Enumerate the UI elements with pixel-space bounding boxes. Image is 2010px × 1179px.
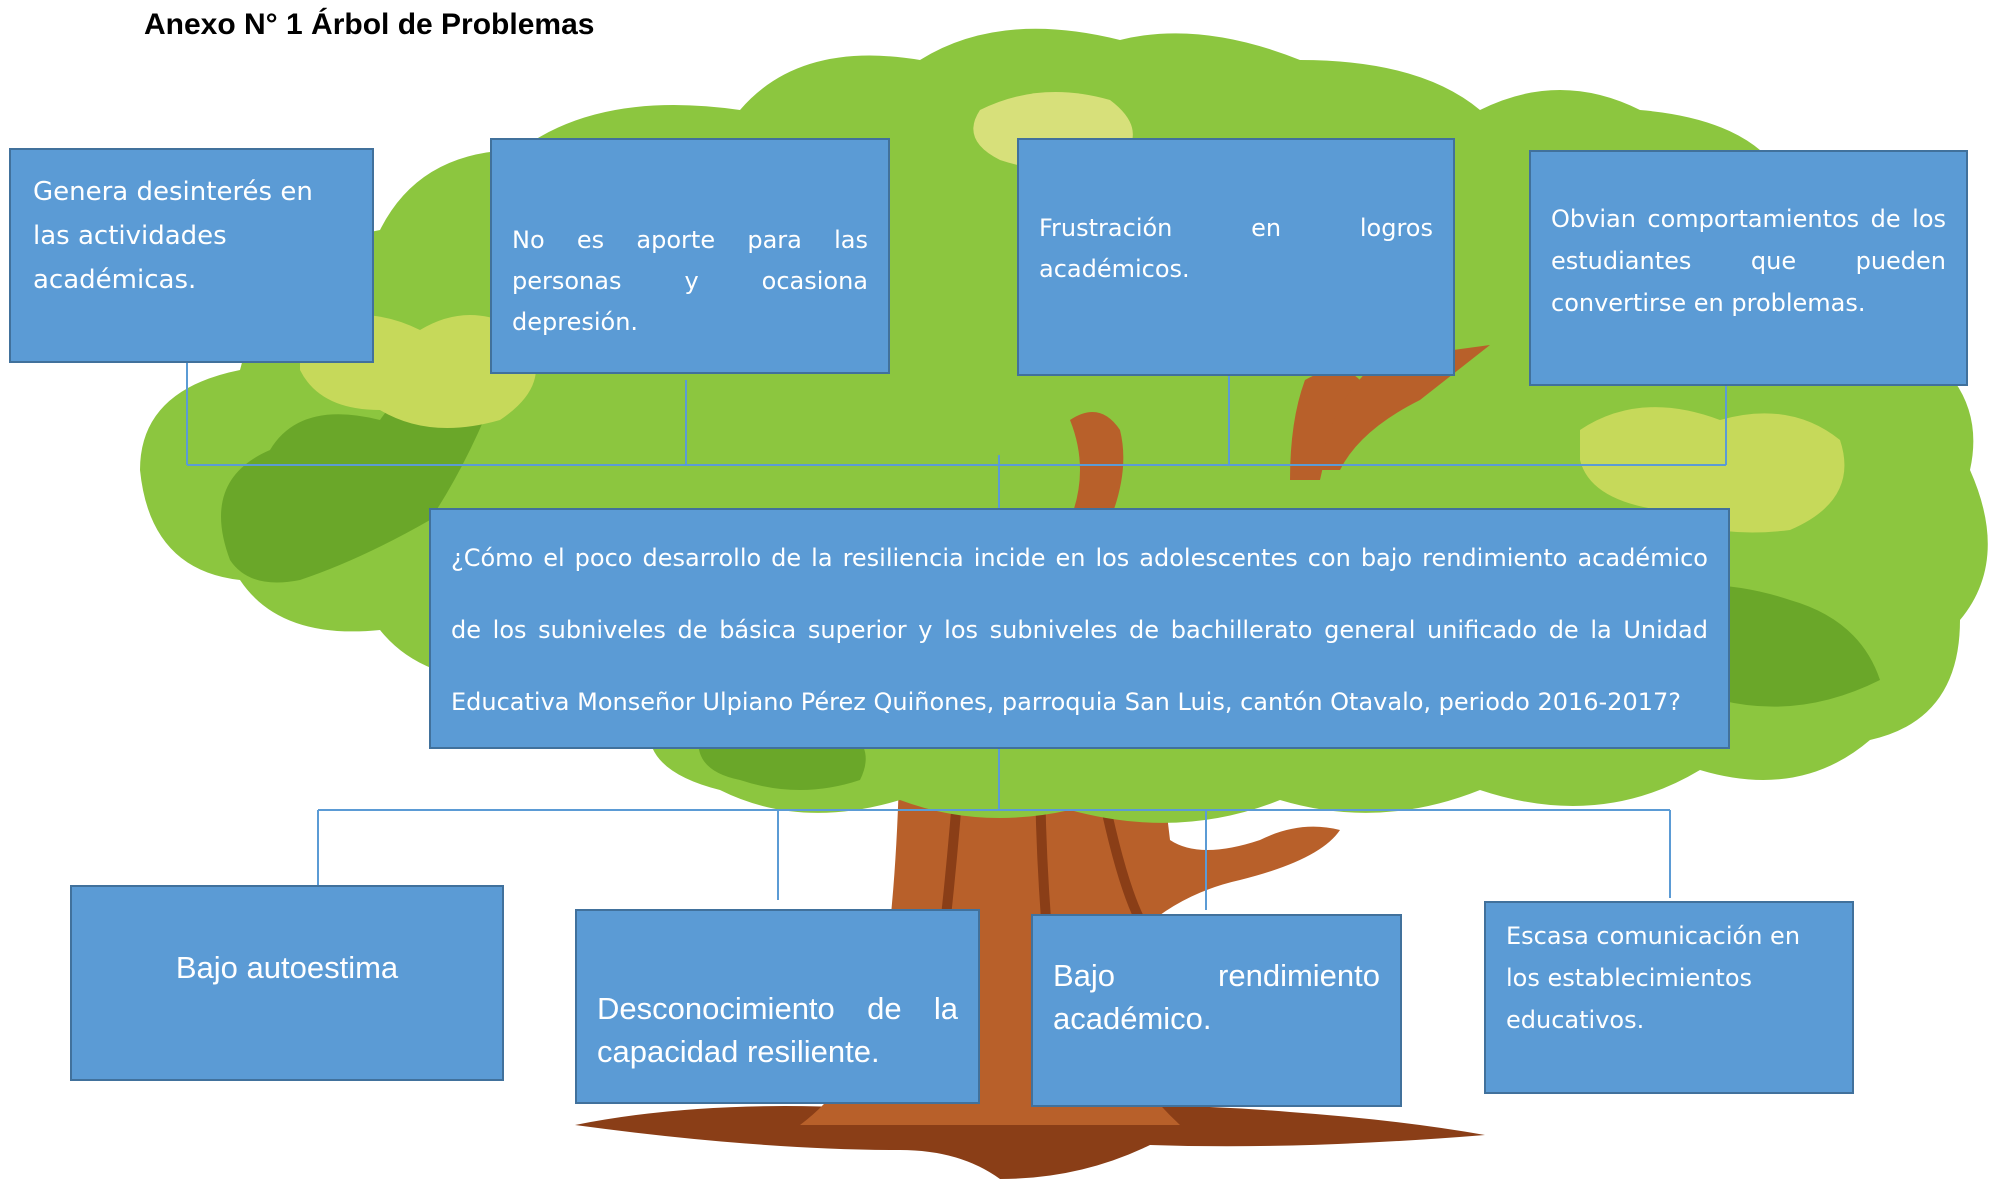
- central-problem-text: ¿Cómo el poco desarrollo de la resilienc…: [451, 544, 1708, 716]
- effect-box-3: Frustración en logros académicos.: [1017, 138, 1455, 376]
- effect-text: Genera desinterés en las actividades aca…: [33, 177, 313, 295]
- cause-text: Bajo rendimiento académico.: [1053, 958, 1380, 1036]
- tree-branch: [1290, 370, 1360, 480]
- cause-box-4: Escasa comunicación en los establecimien…: [1484, 901, 1854, 1094]
- cause-box-3: Bajo rendimiento académico.: [1031, 914, 1402, 1107]
- effect-text: Obvian comportamientos de los estudiante…: [1551, 205, 1946, 317]
- cause-box-1: Bajo autoestima: [70, 885, 504, 1081]
- causes-connector: [317, 749, 1671, 910]
- central-problem-box: ¿Cómo el poco desarrollo de la resilienc…: [429, 508, 1730, 749]
- page-title: Anexo N° 1 Árbol de Problemas: [144, 8, 595, 41]
- effects-connector: [186, 363, 1727, 508]
- effect-text: Frustración en logros académicos.: [1039, 214, 1433, 283]
- tree-branch: [1320, 345, 1490, 470]
- effect-box-1: Genera desinterés en las actividades aca…: [9, 148, 374, 363]
- tree-roots: [575, 1094, 1485, 1179]
- cause-text: Bajo autoestima: [175, 950, 399, 985]
- effect-box-2: No es aporte para las personas y ocasion…: [490, 138, 890, 374]
- cause-box-2: Desconocimiento de la capacidad resilien…: [575, 909, 980, 1104]
- effect-text: No es aporte para las personas y ocasion…: [512, 226, 868, 336]
- cause-text: Desconocimiento de la capacidad resilien…: [597, 991, 958, 1069]
- effect-box-4: Obvian comportamientos de los estudiante…: [1529, 150, 1968, 386]
- cause-text: Escasa comunicación en los establecimien…: [1506, 922, 1801, 1034]
